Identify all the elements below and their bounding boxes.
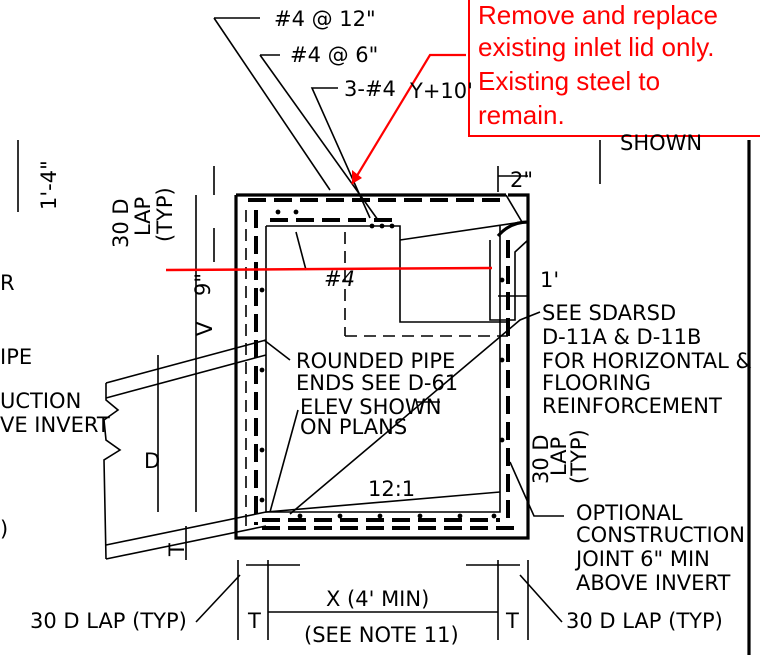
callout-y: Y+10' — [409, 79, 473, 103]
leader-elev — [269, 409, 299, 513]
right-wall-hook — [489, 239, 529, 321]
leader-rounded — [263, 339, 291, 361]
callout-12: #4 @ 12" — [274, 7, 376, 31]
leader-optional — [509, 461, 564, 517]
lap-bottom-right: 30 D LAP (TYP) — [566, 609, 723, 633]
box-outer-wall — [234, 193, 530, 540]
lap-right-1: 30 D — [529, 434, 553, 484]
lap-bottom-left: 30 D LAP (TYP) — [30, 609, 187, 633]
elev-1: ELEV SHOWN — [300, 395, 441, 419]
see-4: FLOORING — [542, 371, 651, 395]
annotation-line-2: existing inlet lid only. — [478, 32, 715, 62]
dim-t-left: T — [247, 609, 261, 633]
left-r: R — [0, 271, 15, 295]
label-t: T — [165, 543, 189, 557]
opt-1: OPTIONAL — [576, 501, 683, 525]
see-2: D-11A & D-11B — [542, 325, 701, 349]
lap-right-2: LAP — [547, 437, 571, 476]
dim-t-right: T — [505, 609, 519, 633]
pipe-top-line-2 — [105, 354, 267, 399]
cut-line — [165, 266, 493, 272]
rounded-pipe-1: ROUNDED PIPE — [296, 349, 455, 373]
elev-2: ON PLANS — [300, 415, 407, 439]
callout-6: #4 @ 6" — [290, 43, 378, 67]
opt-4: ABOVE INVERT — [576, 571, 730, 595]
left-ipe: IPE — [0, 345, 32, 369]
bar-dots — [259, 209, 505, 519]
annotation-arrowhead — [352, 170, 362, 184]
opt-2: CONSTRUCTION — [576, 523, 745, 547]
left-invert: VE INVERT — [0, 413, 110, 437]
slope-label: 12:1 — [368, 477, 415, 501]
lap-top-left: 30 D — [109, 198, 133, 248]
shown-label: SHOWN — [620, 131, 702, 155]
label-d: D — [144, 449, 160, 473]
annotation-line-4: remain. — [478, 100, 565, 130]
label-bar4: #4 — [324, 267, 355, 291]
callout-3bars: 3-#4 — [344, 77, 396, 101]
pipe-break — [103, 383, 122, 560]
leader-see — [289, 311, 541, 515]
lid-opening — [266, 225, 508, 323]
leader-lap-right — [519, 574, 563, 623]
see-5: REINFORCEMENT — [542, 394, 722, 418]
annotation-arrow — [351, 53, 466, 185]
label-v: V — [193, 321, 217, 336]
see-3: FOR HORIZONTAL & — [542, 349, 752, 373]
annotation-box — [468, 0, 760, 137]
left-uction: UCTION — [0, 389, 81, 413]
leader-lap-left — [195, 574, 241, 623]
pipe-top-line-1 — [105, 339, 267, 384]
lap-right-3: (TYP) — [567, 429, 591, 484]
rounded-pipe-2: ENDS SEE D-61 — [296, 371, 458, 395]
annotation-line-3: Existing steel to — [478, 66, 660, 96]
dim-x: X (4' MIN) — [326, 587, 429, 611]
left-paren: ) — [0, 517, 8, 541]
lap-top-left-3: (TYP) — [153, 187, 177, 242]
slope-floor-line — [265, 491, 501, 513]
see-1: SEE SDARSD — [542, 301, 676, 325]
opt-3: JOINT 6" MIN — [574, 547, 710, 571]
leader-3bars — [310, 87, 371, 219]
see-note: (SEE NOTE 11) — [304, 623, 459, 647]
dim-9: 9" — [191, 273, 215, 296]
dim-height-left: 1'-4" — [37, 160, 61, 210]
leader-12-b — [213, 17, 331, 191]
lap-top-left-2: LAP — [131, 197, 155, 236]
leader-4 — [295, 231, 307, 271]
annotation-line-1: Remove and replace — [478, 0, 718, 30]
dim-1: 1' — [540, 268, 559, 292]
dim-2: 2" — [510, 168, 533, 192]
box-inner-wall — [265, 226, 501, 513]
right-hook-bar — [496, 220, 529, 238]
